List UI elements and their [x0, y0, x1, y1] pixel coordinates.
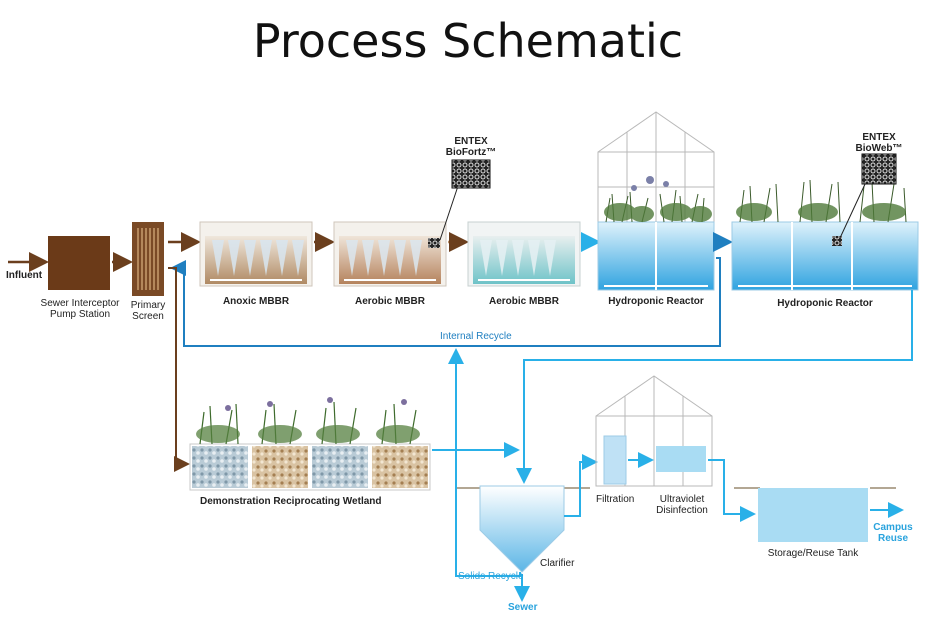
pump-station: [48, 236, 110, 290]
hydroponic-reactor-1: [597, 176, 715, 291]
aerobic-mbbr-label-2: Aerobic MBBR: [488, 296, 559, 307]
clarifier-label: Clarifier: [540, 558, 575, 569]
page-title: Process Schematic: [252, 14, 684, 68]
hydroponic-reactor-label-1: Hydroponic Reactor: [608, 296, 704, 307]
filtration-unit: [603, 435, 627, 485]
anoxic-mbbr-label: Anoxic MBBR: [222, 296, 290, 307]
wetland-label: Demonstration Reciprocating Wetland: [200, 496, 382, 507]
biofortz-media-image: [451, 159, 491, 189]
sewer-label: Sewer: [508, 602, 538, 613]
aerobic-mbbr-label-1: Aerobic MBBR: [354, 296, 425, 307]
clarifier: [479, 485, 565, 573]
effluent-line: [516, 290, 913, 484]
storage-reuse-tank: [758, 488, 868, 542]
anoxic-mbbr-tank: [199, 221, 313, 287]
internal-recycle-label: Internal Recycle: [440, 331, 512, 342]
uv-disinfection-unit: [656, 446, 706, 472]
influent-label: Influent: [6, 270, 43, 281]
aerobic-mbbr-tank-1: [333, 221, 447, 287]
solids-recycle-label: Solids Recycle: [458, 571, 524, 582]
reciprocating-wetland: [189, 397, 431, 491]
solids-recycle-line: [448, 348, 521, 577]
filtration-label: Filtration: [596, 494, 635, 505]
hydroponic-reactor-label-2: Hydroponic Reactor: [777, 298, 873, 309]
bioweb-media-image: [861, 153, 897, 185]
primary-screen: [132, 222, 164, 296]
aerobic-mbbr-tank-2: [467, 221, 581, 287]
storage-tank-label: Storage/Reuse Tank: [767, 548, 859, 559]
internal-recycle-line: [170, 257, 721, 347]
hydroponic-reactor-2: [731, 179, 919, 291]
wetland-feed-line: [168, 267, 190, 472]
